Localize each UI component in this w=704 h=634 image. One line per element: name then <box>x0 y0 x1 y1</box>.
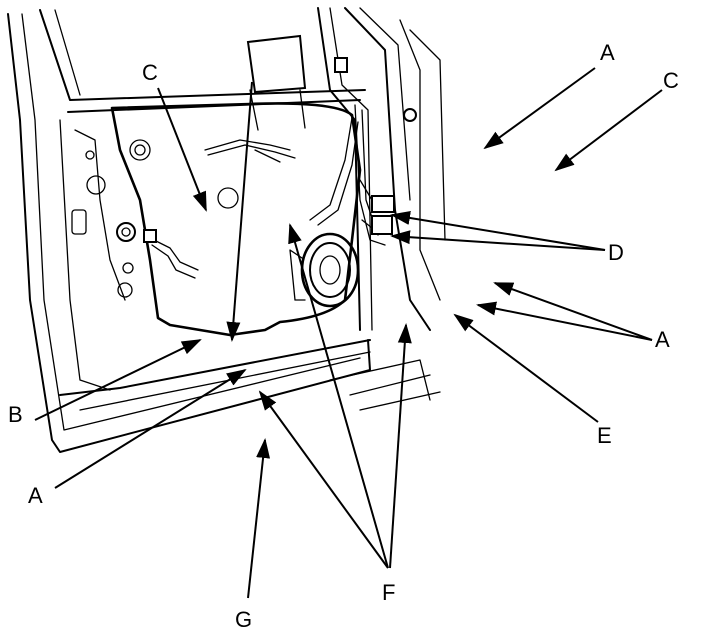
callout-a-top: A <box>600 40 615 65</box>
callout-g: G <box>235 607 252 632</box>
callout-c-left: C <box>142 60 158 85</box>
callout-e: E <box>597 423 612 448</box>
wire-harness <box>116 57 417 279</box>
callout-a-right: A <box>655 327 670 352</box>
callout-labels: A C C D A E B A F G <box>8 40 679 632</box>
callout-c-right: C <box>663 68 679 93</box>
callout-d: D <box>608 240 624 265</box>
mirror-bracket <box>246 34 307 131</box>
callout-b: B <box>8 402 23 427</box>
callout-arrows <box>34 67 663 599</box>
callout-a-left: A <box>28 483 43 508</box>
callout-f: F <box>382 580 395 605</box>
door-frame <box>7 7 446 453</box>
